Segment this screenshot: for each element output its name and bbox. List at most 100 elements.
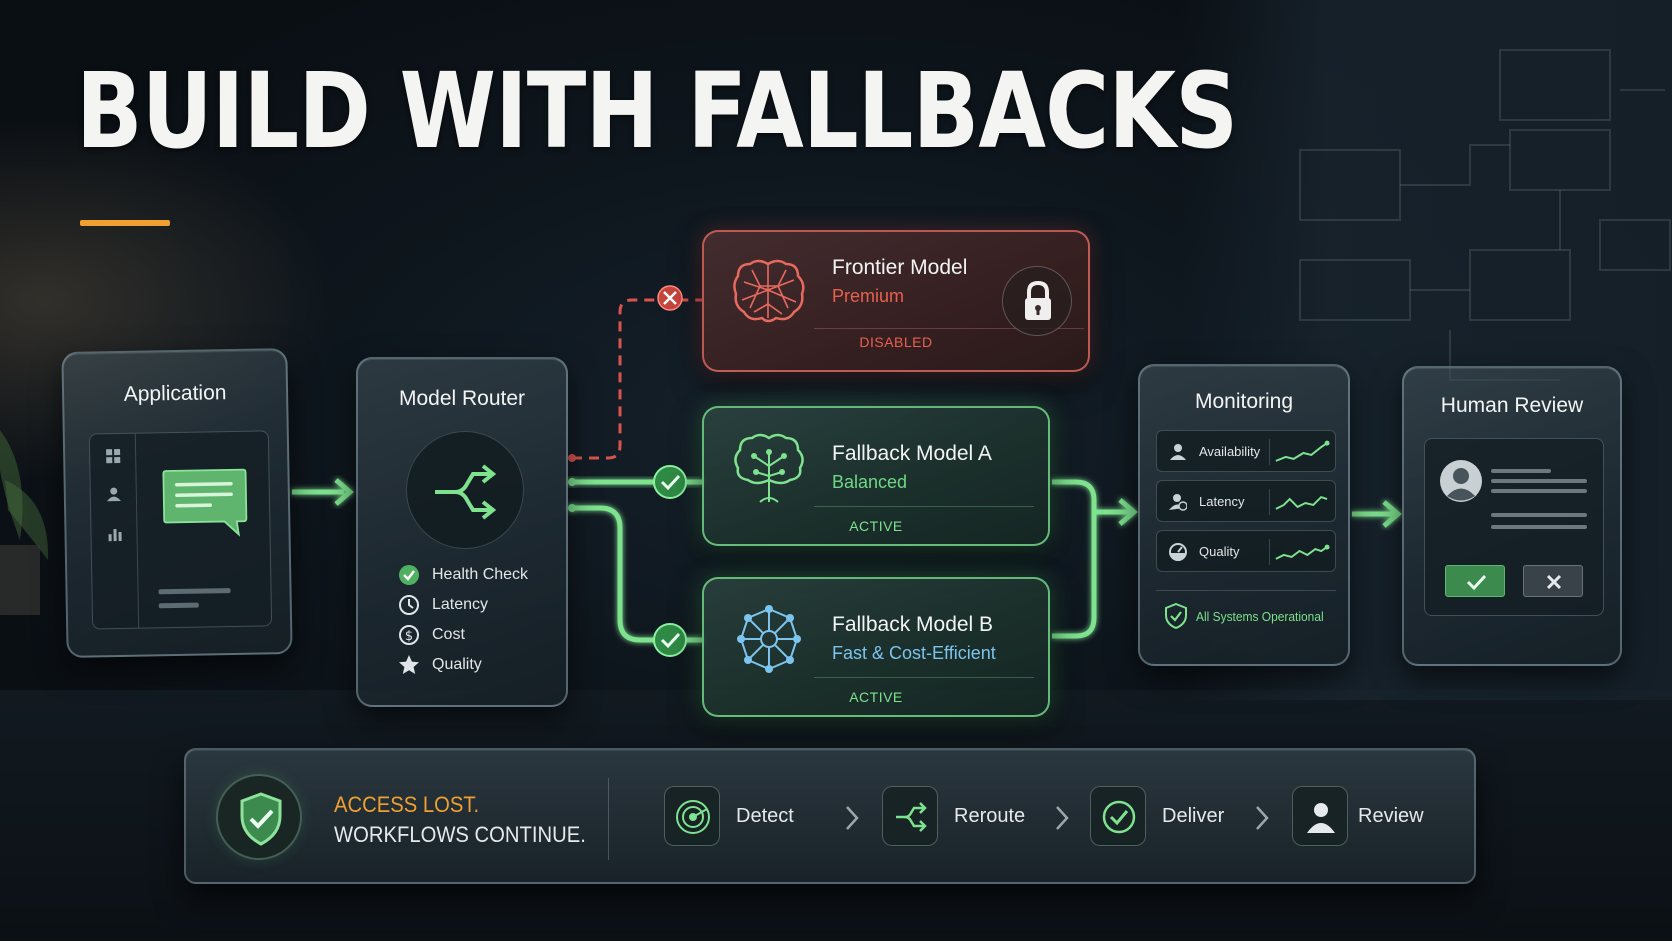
chat-bubble-icon <box>156 468 253 540</box>
check-icon <box>1446 566 1506 598</box>
model-b-check-icon <box>654 624 686 656</box>
review-text-line <box>1491 525 1587 529</box>
application-card: Application <box>61 348 292 658</box>
fallback-model-b-card: Fallback Model B Fast & Cost-Efficient A… <box>702 577 1050 717</box>
frontier-lock-badge <box>1002 266 1072 336</box>
step-detect-label: Detect <box>736 805 794 828</box>
application-sidebar <box>90 434 139 629</box>
sparkline <box>1269 489 1331 515</box>
fallback-model-b-tier: Fast & Cost-Efficient <box>832 643 996 664</box>
human-review-card: Human Review <box>1402 366 1622 666</box>
frontier-blocked-x-icon <box>658 286 682 310</box>
review-text-line <box>1491 489 1587 493</box>
fallback-model-a-card: Fallback Model A Balanced ACTIVE <box>702 406 1050 546</box>
title-underline <box>80 220 170 226</box>
router-hub <box>406 431 524 549</box>
router-title: Model Router <box>358 387 566 411</box>
fallback-model-b-status-badge: ACTIVE <box>704 689 1048 705</box>
metric-quality: Quality <box>1156 530 1336 572</box>
svg-text:$: $ <box>405 629 413 644</box>
fallback-model-b-name: Fallback Model B <box>832 613 993 637</box>
review-text-line <box>1491 469 1551 473</box>
router-check-label: Latency <box>432 596 488 614</box>
frontier-model-tier: Premium <box>832 286 904 307</box>
review-panel <box>1424 438 1604 616</box>
reject-button[interactable] <box>1523 565 1583 597</box>
model-a-divider <box>814 506 1034 507</box>
page-title: BUILD WITH FALLBACKS <box>76 54 1237 168</box>
bar-chart-icon <box>106 526 122 542</box>
app-text-line <box>159 588 231 594</box>
metric-label: Availability <box>1199 444 1260 459</box>
router-check-health: Health Check <box>398 563 528 587</box>
fallback-model-a-status-badge: ACTIVE <box>704 518 1048 534</box>
user-icon <box>106 486 122 502</box>
metric-label: Quality <box>1199 544 1239 559</box>
banner-headline: ACCESS LOST. <box>334 792 479 818</box>
user-clock-icon <box>1169 493 1187 511</box>
step-reroute-badge <box>882 786 938 846</box>
step-review-badge <box>1292 786 1348 846</box>
router-check-label: Cost <box>432 626 465 644</box>
system-status: All Systems Operational <box>1156 590 1336 636</box>
step-detect-badge <box>664 786 720 846</box>
application-title: Application <box>64 380 286 408</box>
brain-icon <box>730 256 808 328</box>
clock-icon <box>398 594 420 616</box>
step-deliver-label: Deliver <box>1162 805 1224 828</box>
router-check-cost: $ Cost <box>398 623 465 647</box>
router-check-quality: Quality <box>398 653 482 677</box>
radar-icon <box>675 799 711 835</box>
router-check-latency: Latency <box>398 593 488 617</box>
application-window <box>89 430 272 629</box>
router-check-label: Quality <box>432 656 482 674</box>
monitoring-to-review-connector <box>1352 502 1398 526</box>
router-to-model-b-connector <box>568 504 702 640</box>
step-review-label: Review <box>1358 805 1424 828</box>
resilience-banner: ACCESS LOST. WORKFLOWS CONTINUE. Detect … <box>184 748 1476 884</box>
chevron-right-icon <box>1054 804 1070 832</box>
router-to-frontier-connector <box>572 300 702 458</box>
sparkline <box>1269 439 1331 465</box>
lock-icon <box>1003 267 1073 337</box>
router-check-label: Health Check <box>432 566 528 584</box>
step-deliver-badge <box>1090 786 1146 846</box>
dollar-icon: $ <box>398 624 420 646</box>
star-icon <box>398 654 420 676</box>
plant-decoration <box>0 430 48 615</box>
metric-label: Latency <box>1199 494 1245 509</box>
model-b-divider <box>814 677 1034 678</box>
app-to-router-connector <box>292 480 350 504</box>
models-to-monitoring-connector <box>1052 482 1134 636</box>
fallback-model-a-tier: Balanced <box>832 472 907 493</box>
review-text-line <box>1491 479 1587 483</box>
human-review-title: Human Review <box>1404 394 1620 418</box>
system-status-label: All Systems Operational <box>1196 609 1324 624</box>
shield-check-icon <box>1164 603 1188 629</box>
monitoring-card: Monitoring Availability Latency Quality <box>1138 364 1350 666</box>
user-icon <box>1303 799 1339 835</box>
user-icon <box>1169 443 1187 461</box>
approve-button[interactable] <box>1445 565 1505 597</box>
model-router-card: Model Router Health Check Latency <box>356 357 568 707</box>
chevron-right-icon <box>844 804 860 832</box>
user-avatar-icon <box>1439 459 1483 503</box>
tree-network-icon <box>730 432 808 504</box>
banner-shield-badge <box>216 774 302 860</box>
app-text-line <box>159 603 199 609</box>
network-icon <box>730 603 808 675</box>
model-a-check-icon <box>654 466 686 498</box>
shield-check-icon <box>218 776 304 862</box>
split-arrows-icon <box>893 799 929 835</box>
sparkline <box>1269 539 1331 565</box>
frontier-model-card: Frontier Model Premium DISABLED <box>702 230 1090 372</box>
review-text-line <box>1491 513 1587 517</box>
frontier-model-name: Frontier Model <box>832 256 967 280</box>
chevron-right-icon <box>1254 804 1270 832</box>
split-arrows-icon <box>407 432 525 550</box>
whiteboard-sketch <box>1300 50 1670 380</box>
step-reroute-label: Reroute <box>954 805 1025 828</box>
x-icon <box>1524 566 1584 598</box>
check-circle-icon <box>1101 799 1137 835</box>
